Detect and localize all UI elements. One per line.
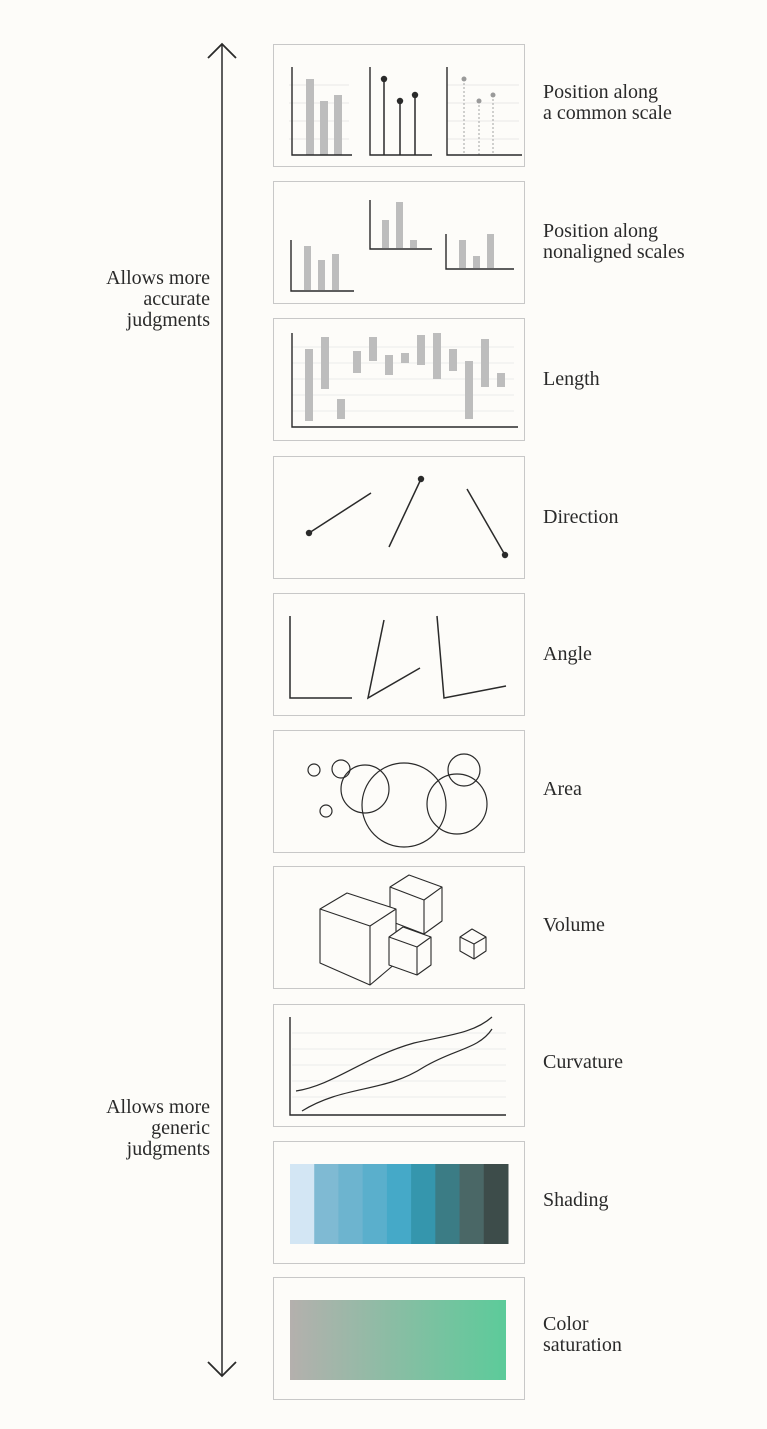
- volume-graphic: [319, 874, 487, 986]
- direction-graphic: [305, 475, 509, 559]
- panel-area: [273, 730, 525, 853]
- panel-shading: [273, 1141, 525, 1264]
- label-volume: Volume: [543, 914, 605, 936]
- label-shading: Shading: [543, 1189, 609, 1211]
- position-common-scale-graphic: [289, 67, 522, 156]
- panel-angle: [273, 593, 525, 716]
- position-nonaligned-graphic: [290, 200, 514, 292]
- shading-swatch: [362, 1164, 388, 1244]
- panel-length: [273, 318, 525, 441]
- color-saturation-graphic: [290, 1300, 506, 1380]
- shading-swatch: [411, 1164, 436, 1244]
- shading-graphic: [290, 1164, 509, 1244]
- arrow-down-icon: [207, 1361, 237, 1378]
- area-graphic: [307, 753, 488, 848]
- panel-color-saturation: [273, 1277, 525, 1400]
- panel-position-nonaligned-scales: [273, 181, 525, 304]
- saturation-gradient-bar: [290, 1300, 506, 1380]
- label-color-saturation: Color saturation: [543, 1313, 622, 1356]
- panel-volume: [273, 866, 525, 989]
- label-angle: Angle: [543, 643, 592, 665]
- label-direction: Direction: [543, 506, 619, 528]
- label-length: Length: [543, 368, 600, 390]
- ranking-axis: [207, 42, 237, 1378]
- label-curvature: Curvature: [543, 1051, 623, 1073]
- label-position-common-scale: Position along a common scale: [543, 81, 672, 124]
- label-position-nonaligned-scales: Position along nonaligned scales: [543, 220, 685, 263]
- arrow-up-icon: [207, 42, 237, 59]
- angle-graphic: [289, 615, 507, 700]
- label-area: Area: [543, 778, 582, 800]
- shading-swatch: [459, 1164, 485, 1244]
- shading-swatch: [435, 1164, 461, 1244]
- shading-swatch: [483, 1164, 509, 1244]
- panel-direction: [273, 456, 525, 579]
- panel-position-common-scale: [273, 44, 525, 167]
- panel-curvature: [273, 1004, 525, 1127]
- length-graphic: [291, 333, 518, 428]
- generic-judgments-label: Allows more generic judgments: [106, 1096, 210, 1160]
- shading-swatch: [338, 1164, 364, 1244]
- shading-swatch: [314, 1164, 339, 1244]
- shading-swatch: [386, 1164, 412, 1244]
- curvature-graphic: [289, 1016, 506, 1116]
- accurate-judgments-label: Allows more accurate judgments: [106, 267, 210, 331]
- shading-swatch: [290, 1164, 315, 1244]
